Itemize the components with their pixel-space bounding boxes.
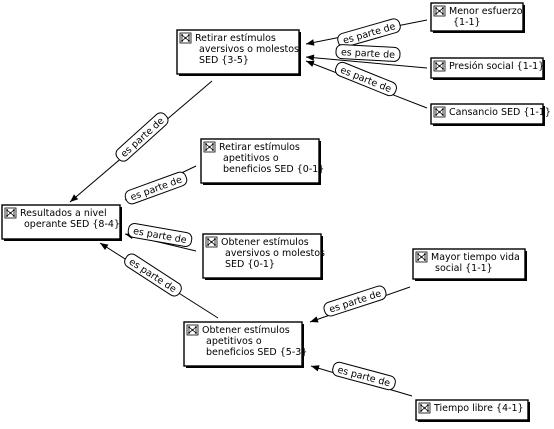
node-label-line: Retirar estímulos [219,142,300,153]
edge-label-text: es parte de [127,257,178,296]
node-label-line: SED {3-5} [199,55,249,66]
concept-network-icon [203,141,216,153]
node-label-line: beneficios SED {5-3} [206,347,307,358]
edge-label: es parte de [124,253,182,297]
edge-menor_esfuerzo-to-retirar_aversivos: es parte de [305,18,428,48]
edge-obtener_aversivos-to-resultados: es parte de [124,223,197,252]
node-label-line: beneficios SED {0-1} [223,164,324,175]
node-label-line: aversivos o molestos [225,248,325,259]
node-tiempo-libre[interactable]: Tiempo libre {4-1} [415,399,530,422]
concept-network-icon [433,106,446,118]
concept-network-icon [205,236,218,248]
node-label-line: Obtener estímulos [221,237,309,248]
node-menor-esfuerzo[interactable]: Menor esfuerzo{1-1} [430,2,525,33]
edge-label: es parte de [337,18,401,48]
concept-network-icon [415,251,428,263]
arrowhead [311,365,320,372]
concept-network-icon [186,324,199,336]
node-label-line: Mayor tiempo vida [431,252,520,263]
node-label-line: Resultados a nivel [20,208,107,219]
edge-label: es parte de [323,285,387,317]
node-label-line: apetitivos o [223,153,279,164]
concept-network-icon [4,207,17,219]
arrowhead [100,243,109,250]
edge-label: es parte de [124,171,188,205]
concept-network-icon [433,5,446,17]
edge-retirar_apetitivos-to-resultados: es parte de [124,165,197,205]
edge-presion_social-to-retirar_aversivos: es parte de [305,44,428,69]
edge-label-text: es parte de [119,115,167,159]
node-label-line: social {1-1} [435,263,493,274]
concept-network-icon [433,60,446,72]
edge-label: es parte de [335,61,397,97]
edge-obtener_apetitivos-to-resultados: es parte de [99,242,219,319]
arrowhead [70,194,79,202]
node-label-line: {1-1} [453,17,481,28]
edge-tiempo_libre-to-obtener_apetitivos: es parte de [310,361,413,397]
node-label-line: Presión social {1-1} [449,61,544,72]
arrowhead [306,39,315,46]
arrowhead [306,60,315,67]
edge-label: es parte de [332,361,396,391]
edge-label: es parte de [335,44,401,62]
concept-network-icon [418,402,431,414]
edge-retirar_aversivos-to-resultados: es parte de [69,80,213,203]
node-presion-social[interactable]: Presión social {1-1} [430,57,545,80]
node-label-line: SED {0-1} [225,259,275,270]
edge-line [305,56,428,69]
edge-label: es parte de [127,223,193,247]
arrowhead [310,316,319,323]
arrowhead [306,54,315,61]
node-label-line: Retirar estímulos [195,33,276,44]
node-label-line: aversivos o molestos [199,44,299,55]
node-cansancio[interactable]: Cansancio SED {1-1} [430,103,551,126]
edge-label-text: es parte de [341,47,396,61]
node-label-line: Menor esfuerzo [449,6,523,17]
node-label-line: Tiempo libre {4-1} [433,403,524,414]
node-label-line: Cansancio SED {1-1} [449,107,551,118]
node-label-line: operante SED {8-4} [24,219,120,230]
node-label-line: Obtener estímulos [202,325,290,336]
edge-cansancio-to-retirar_aversivos: es parte de [305,60,428,109]
node-label-line: apetitivos o [206,336,262,347]
edge-mayor_tiempo-to-obtener_apetitivos: es parte de [309,285,411,323]
edge-label-text: es parte de [342,21,397,47]
edge-label: es parte de [115,112,169,162]
concept-network-icon [179,32,192,44]
